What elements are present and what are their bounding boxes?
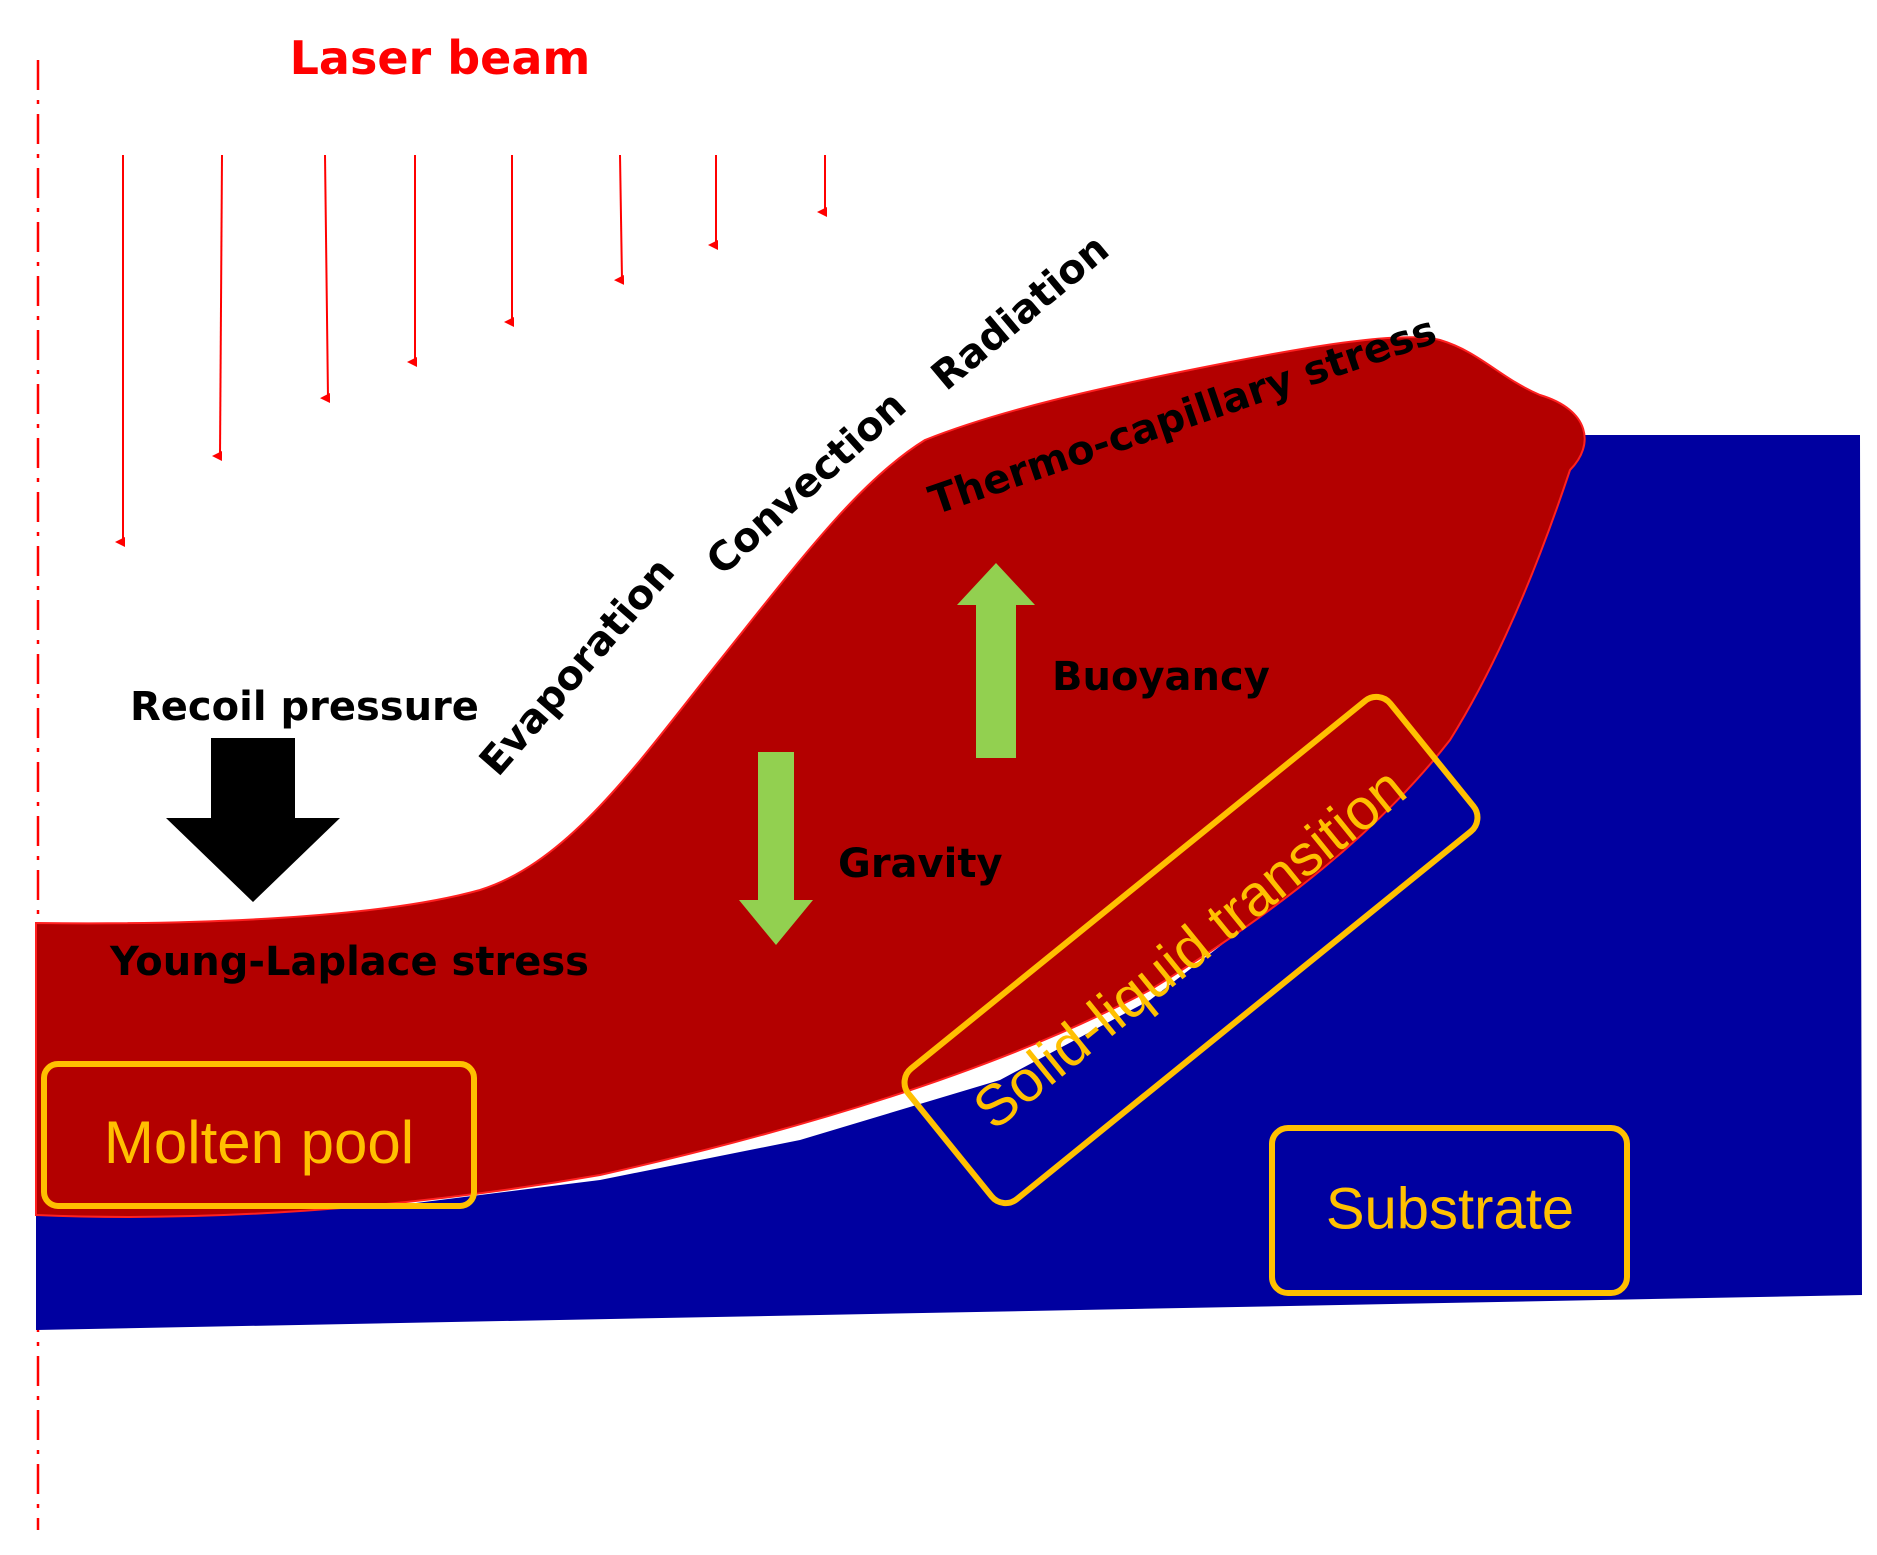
laser-arrow (320, 154, 331, 403)
gravity-label: Gravity (838, 841, 1003, 887)
young-laplace-label: Young-Laplace stress (109, 939, 589, 985)
solid-liquid-box (901, 693, 1481, 1207)
buoyancy-label: Buoyancy (1052, 654, 1270, 700)
molten-pool-region (35, 336, 1586, 1218)
substrate-region (36, 435, 1862, 1330)
recoil-pressure-arrow (166, 738, 340, 902)
laser-arrows (115, 154, 827, 547)
gravity-arrow (739, 752, 813, 945)
laser-arrow (614, 154, 625, 285)
radiation-label: Radiation (923, 226, 1118, 400)
recoil-pressure-label: Recoil pressure (130, 684, 479, 730)
laser-arrow (212, 154, 223, 462)
substrate-label: Substrate (1326, 1176, 1574, 1241)
molten-pool-label: Molten pool (104, 1109, 414, 1176)
laser-beam-label: Laser beam (290, 31, 591, 85)
buoyancy-arrow (957, 563, 1035, 758)
substrate-box (1269, 1125, 1630, 1296)
molten-pool-box (41, 1061, 477, 1209)
